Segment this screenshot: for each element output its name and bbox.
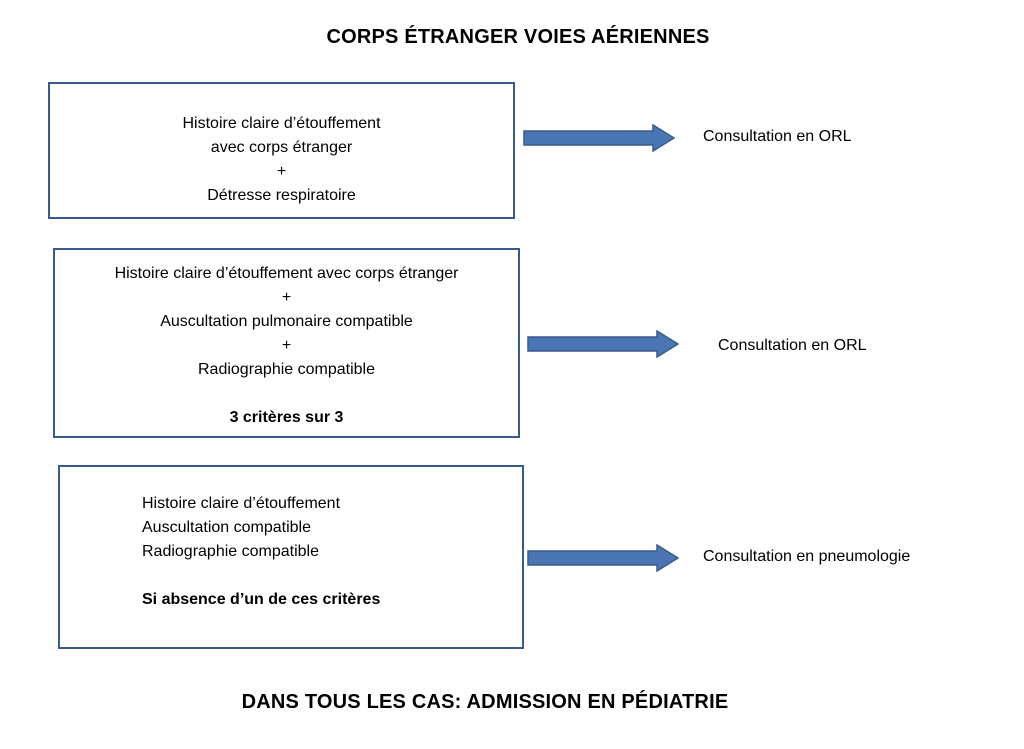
plus-sign: + — [281, 337, 292, 354]
criteria-box-3-text: Histoire claire d’étouffement Auscultati… — [142, 492, 522, 612]
criteria-line: avec corps étranger — [210, 139, 353, 156]
criteria-line: Histoire claire d’étouffement — [142, 495, 341, 512]
criteria-line: Auscultation compatible — [142, 519, 311, 536]
spacer — [142, 564, 522, 588]
footer-title: DANS TOUS LES CAS: ADMISSION EN PÉDIATRI… — [241, 691, 729, 713]
right-arrow-icon — [523, 124, 675, 152]
criteria-box-2-text: Histoire claire d’étouffement avec corps… — [55, 262, 518, 430]
outcome-label-1: Consultation en ORL — [703, 128, 852, 145]
criteria-line: Détresse respiratoire — [207, 187, 356, 204]
diagram-title: CORPS ÉTRANGER VOIES AÉRIENNES — [326, 26, 710, 48]
criteria-line: Histoire claire d’étouffement avec corps… — [114, 265, 459, 282]
criteria-line: Radiographie compatible — [198, 361, 375, 378]
plus-sign: + — [276, 163, 287, 180]
criteria-note: 3 critères sur 3 — [229, 409, 344, 426]
right-arrow-icon — [527, 330, 679, 358]
criteria-box-2: Histoire claire d’étouffement avec corps… — [53, 248, 520, 438]
criteria-box-1-text: Histoire claire d’étouffement avec corps… — [50, 112, 513, 208]
criteria-line: Auscultation pulmonaire compatible — [160, 313, 413, 330]
outcome-label-2: Consultation en ORL — [718, 337, 867, 354]
right-arrow-icon — [527, 544, 679, 572]
outcome-label-3: Consultation en pneumologie — [703, 548, 911, 565]
criteria-box-1: Histoire claire d’étouffement avec corps… — [48, 82, 515, 219]
criteria-box-3: Histoire claire d’étouffement Auscultati… — [58, 465, 524, 649]
criteria-note: Si absence d’un de ces critères — [142, 591, 381, 608]
spacer — [55, 382, 518, 406]
criteria-line: Radiographie compatible — [142, 543, 319, 560]
criteria-line: Histoire claire d’étouffement — [182, 115, 381, 132]
plus-sign: + — [281, 289, 292, 306]
